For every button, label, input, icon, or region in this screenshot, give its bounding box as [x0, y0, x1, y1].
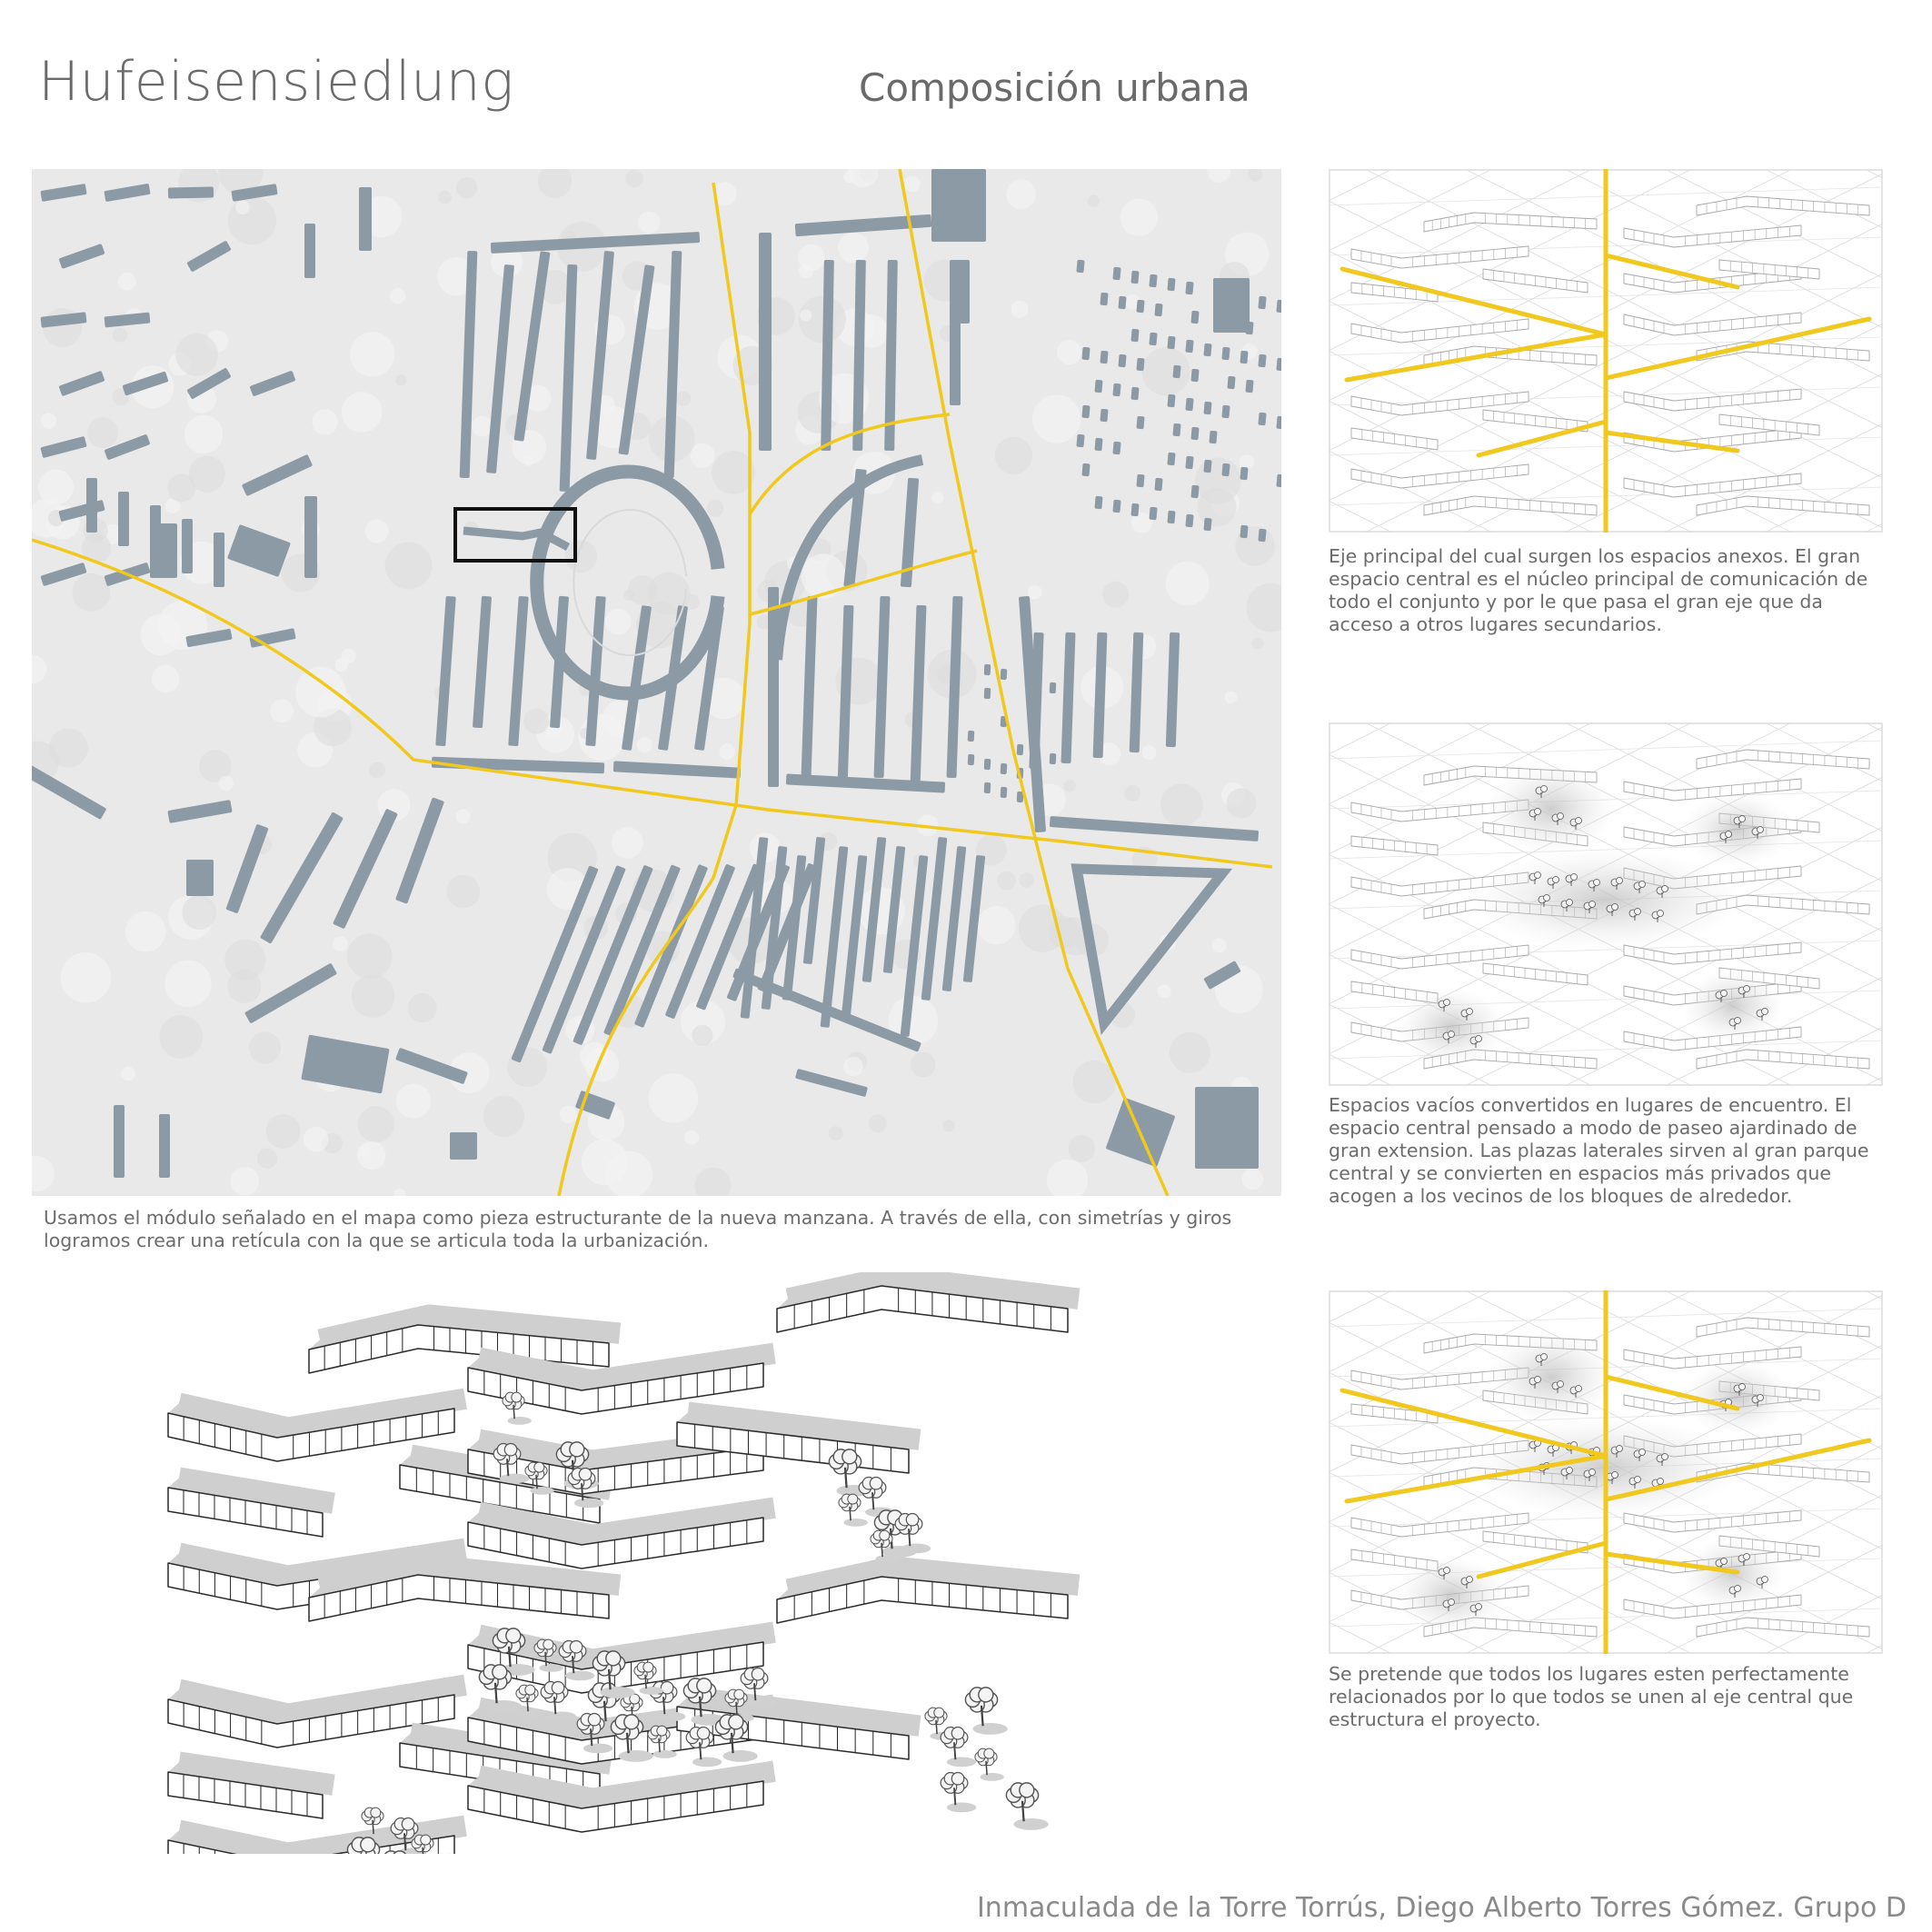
diagram-caption-2: Espacios vacíos convertidos en lugares d… [1329, 1094, 1869, 1207]
diagram-trees [1438, 785, 1768, 1048]
diagram-caption-3: Se pretende que todos los lugares esten … [1329, 1663, 1854, 1730]
page-subtitle: Composición urbana [859, 65, 1250, 110]
diagram-caption-1: Eje principal del cual surgen los espaci… [1329, 545, 1868, 635]
site-plan-map [32, 169, 1281, 1196]
diagram-main-axis [1329, 169, 1883, 533]
horseshoe-building [530, 464, 725, 701]
authors-credit: Inmaculada de la Torre Torrús, Diego Alb… [976, 1892, 1907, 1924]
main-axis [1339, 169, 1872, 533]
diagram-meeting-spaces [1329, 722, 1883, 1086]
map-caption: Usamos el módulo señalado en el mapa com… [44, 1207, 1232, 1251]
horseshoe-inner-ring [573, 509, 687, 656]
map-roads [32, 169, 1273, 1196]
garden-trees [346, 1391, 1049, 1854]
highlighted-module [453, 507, 577, 563]
plaza-shading [1397, 763, 1792, 1065]
module-composition-axonometric [167, 1272, 1081, 1854]
zigzag-housing-blocks [167, 1272, 1081, 1854]
main-axis [1339, 1290, 1872, 1654]
page-title: Hufeisensiedlung [38, 50, 514, 114]
map-buildings [32, 169, 1281, 1178]
diagram-connected-spaces [1329, 1290, 1883, 1654]
